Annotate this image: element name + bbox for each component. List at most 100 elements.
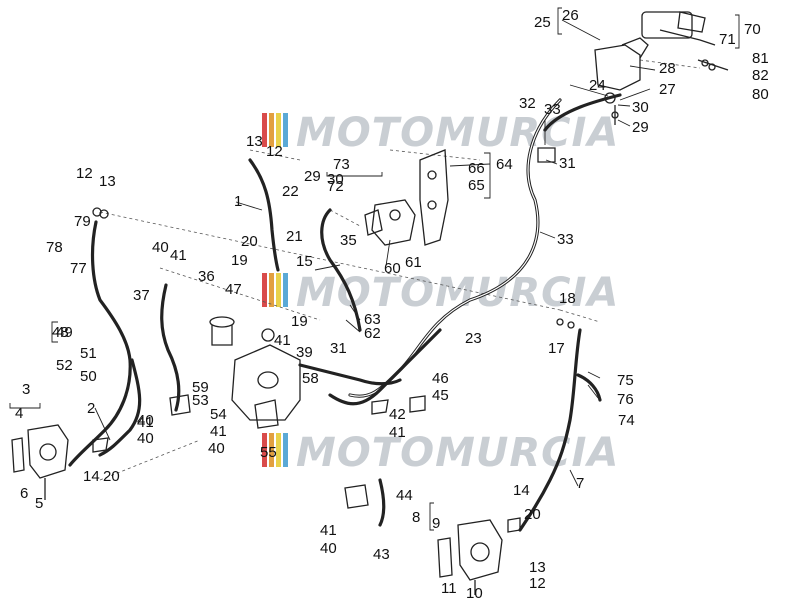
fitting-255 [254, 399, 279, 429]
callout-number: 45 [432, 387, 449, 404]
group-bracket [557, 7, 562, 35]
callout-number: 2 [87, 400, 95, 417]
callout-number: 13 [99, 173, 116, 190]
callout-number: 39 [296, 344, 313, 361]
brake-hose-42 [378, 478, 386, 527]
leader-line [235, 201, 263, 211]
callout-number: 8 [412, 509, 420, 526]
guide-line [249, 149, 301, 161]
callout-number: 27 [659, 81, 676, 98]
fitting-350 [344, 484, 369, 509]
guide-line [159, 267, 321, 321]
callout-number: 23 [465, 330, 482, 347]
watermark-stripe-orange [269, 113, 274, 147]
callout-number: 40 [137, 430, 154, 447]
callout-number: 21 [286, 228, 303, 245]
callout-number: 47 [225, 281, 242, 298]
unit-housing [231, 344, 301, 421]
valve [261, 328, 275, 342]
callout-number: 20 [241, 233, 258, 250]
callout-number: 36 [198, 268, 215, 285]
callout-number: 70 [744, 21, 761, 38]
brake-hose-left [68, 220, 132, 467]
banjo-washer [556, 318, 564, 326]
callout-number: 58 [302, 370, 319, 387]
callout-number: 7 [576, 475, 584, 492]
brake-hose-1 [248, 158, 280, 272]
caliper-piston [39, 443, 57, 461]
watermark-stripe-red [262, 273, 267, 307]
bracket-hole [427, 200, 437, 210]
callout-number: 74 [618, 412, 635, 429]
callout-number: 52 [56, 357, 73, 374]
callout-number: 65 [468, 177, 485, 194]
callout-number: 41 [274, 332, 291, 349]
callout-number: 59 [192, 379, 209, 396]
callout-number: 82 [752, 67, 769, 84]
callout-labels: 1 2 3 4 5 6 7 8 9 10 11 12 12 12 13 13 1… [15, 7, 769, 602]
callout-number: 9 [432, 515, 440, 532]
guide-line [639, 59, 701, 69]
leader-line [561, 19, 601, 41]
handlebar-clamp [677, 11, 706, 33]
callout-number: 81 [752, 50, 769, 67]
rear-caliper [437, 519, 503, 595]
callout-number: 5 [35, 495, 43, 512]
brake-hose-upper [543, 93, 622, 132]
callout-number: 51 [80, 345, 97, 362]
callout-number: 72 [327, 178, 344, 195]
bracket-plate [537, 147, 556, 163]
fitting-410 [409, 395, 426, 413]
callout-number: 29 [632, 119, 649, 136]
callout-number: 41 [389, 424, 406, 441]
callout-number: 54 [210, 406, 227, 423]
leader-line [449, 163, 491, 167]
leader-line [539, 231, 556, 239]
leader-line [587, 371, 601, 379]
leader-line [629, 65, 656, 71]
callout-number: 43 [373, 546, 390, 563]
caliper-piston [470, 542, 490, 562]
brake-hose-55 [298, 363, 402, 386]
watermark-text: MOTOMURCIA [296, 110, 619, 156]
callout-number: 40 [208, 440, 225, 457]
watermark-stripe-red [262, 113, 267, 147]
watermark-stripe-blue [283, 113, 288, 147]
callout-number: 75 [617, 372, 634, 389]
group-bracket [9, 403, 41, 409]
leader-line [617, 104, 631, 107]
caliper-body [457, 519, 503, 581]
callout-number: 44 [396, 487, 413, 504]
callout-number: 18 [559, 290, 576, 307]
callout-number: 41 [210, 423, 227, 440]
callout-number: 60 [384, 260, 401, 277]
callout-number: 63 [364, 311, 381, 328]
unit-port [257, 371, 279, 389]
callout-number: 49 [56, 324, 73, 341]
watermark-stripe-yellow [276, 433, 281, 467]
leader-line [545, 159, 558, 165]
callout-number: 29 [304, 168, 321, 185]
callout-number: 53 [192, 392, 209, 409]
callout-number: 30 [632, 99, 649, 116]
watermark-stripe-orange [269, 273, 274, 307]
abs-port [389, 209, 401, 221]
brake-hoses [68, 93, 622, 532]
callout-number: 6 [20, 485, 28, 502]
watermark-stripe-red [262, 433, 267, 467]
callout-number: 78 [46, 239, 63, 256]
callout-number: 4 [15, 405, 23, 422]
callout-number: 62 [364, 325, 381, 342]
callout-number: 79 [74, 213, 91, 230]
callout-number: 31 [330, 340, 347, 357]
callout-number: 40 [320, 540, 337, 557]
callout-number: 15 [296, 253, 313, 270]
brake-hose-23 [328, 328, 442, 406]
callout-number: 20 [103, 468, 120, 485]
callout-number: 1 [234, 193, 242, 210]
watermark-text: MOTOMURCIA [296, 430, 619, 476]
brake-hose-74 [576, 373, 602, 402]
callout-number: 12 [529, 575, 546, 592]
